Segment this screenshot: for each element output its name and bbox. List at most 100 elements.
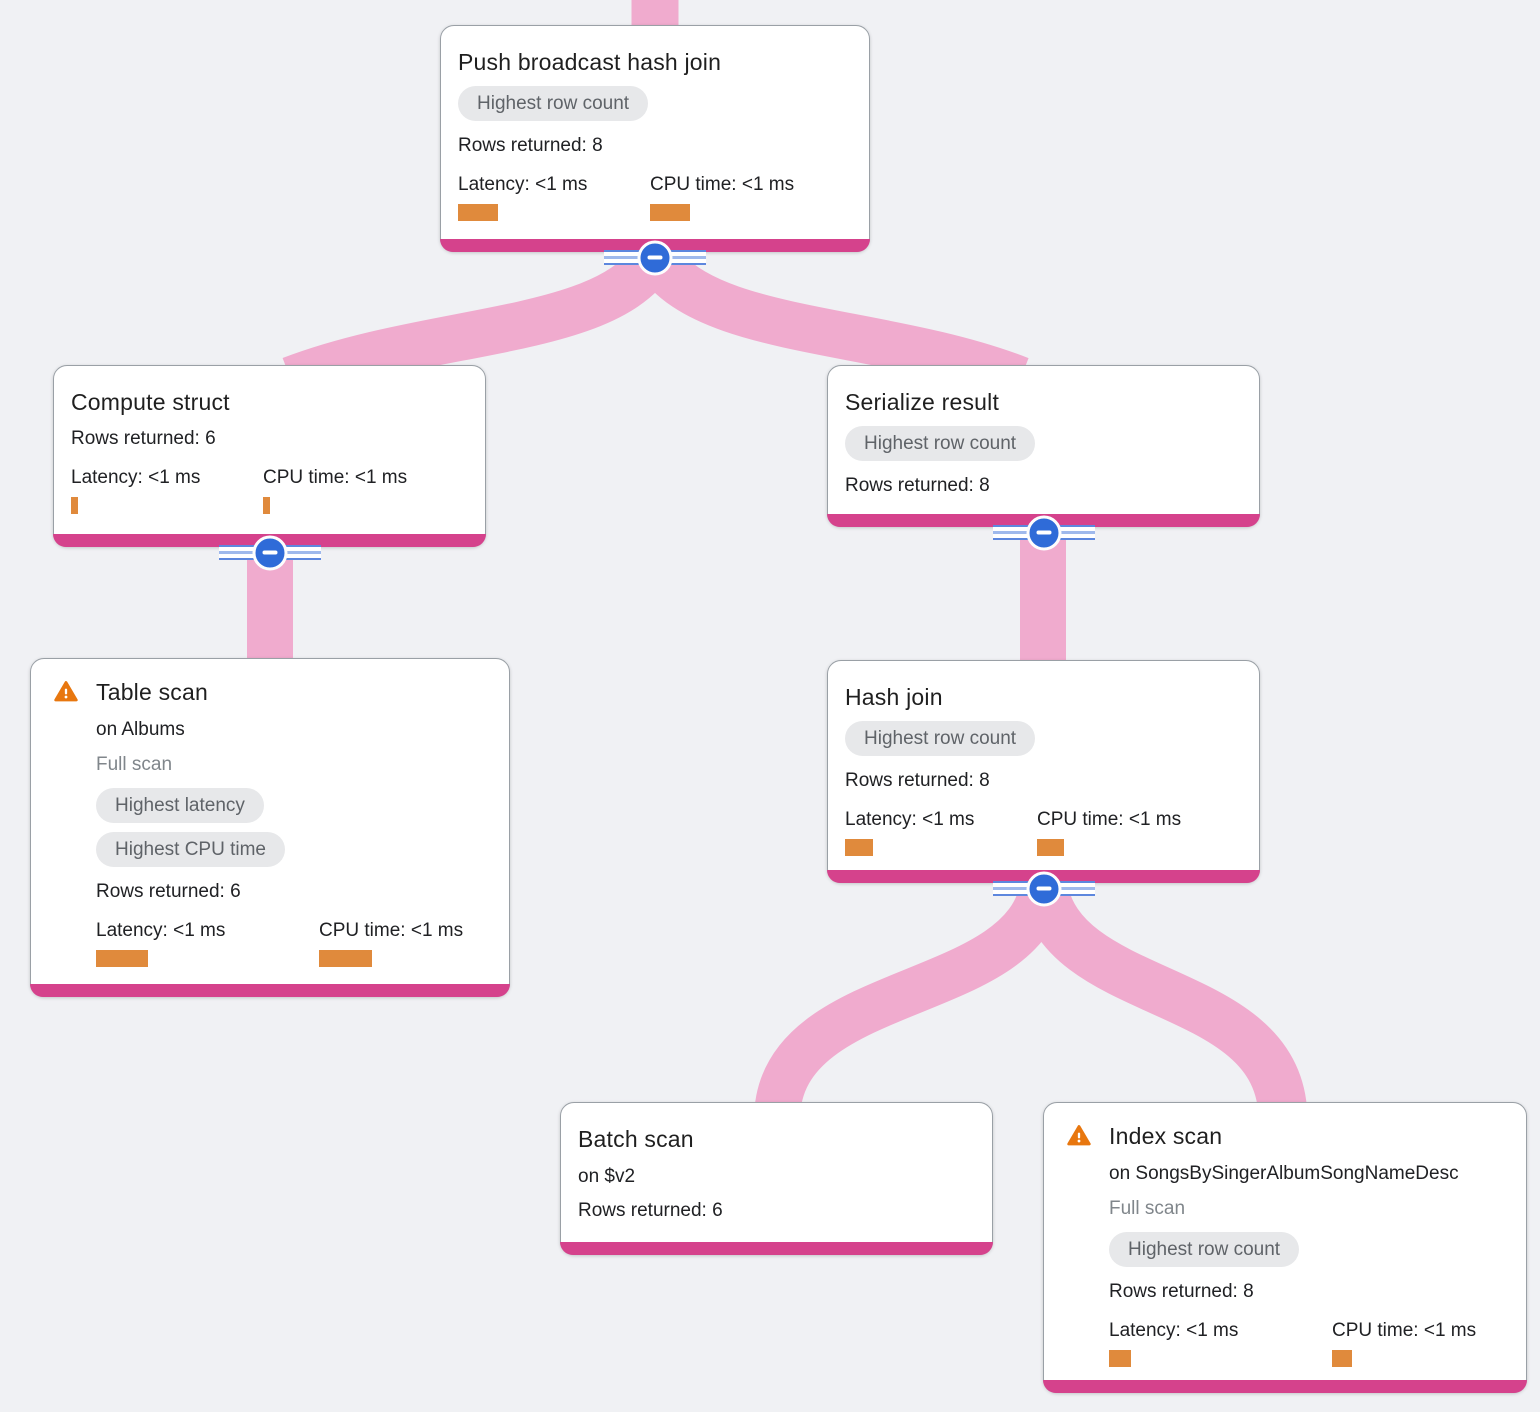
- node-serialize-result[interactable]: Serialize result Highest row count Rows …: [827, 365, 1260, 550]
- collapse-button[interactable]: [604, 240, 706, 275]
- node-title: Push broadcast hash join: [458, 49, 722, 75]
- node-body: on Albums Full scan Highest latency High…: [96, 716, 489, 967]
- node-content: Table scan on Albums Full scan Highest l…: [31, 659, 509, 967]
- edge-push-broadcast-hash-join-to-compute-struct: [282, 242, 676, 402]
- node-content: Hash join Highest row count Rows returne…: [828, 661, 1259, 856]
- title-row: Index scan: [1066, 1121, 1506, 1160]
- badge-highest-latency: Highest latency: [96, 788, 264, 823]
- collapse-button[interactable]: [992, 871, 1095, 906]
- collapse-button[interactable]: [218, 535, 321, 570]
- metrics: Latency: <1 ms CPU time: <1 ms: [1109, 1318, 1506, 1367]
- minus-icon: [1026, 515, 1061, 550]
- latency-metric: Latency: <1 ms: [458, 172, 650, 221]
- node-title: Serialize result: [845, 389, 1000, 415]
- cpu-bar: [1037, 839, 1064, 856]
- edge-hash-join-to-batch-scan: [754, 880, 1066, 1122]
- latency-label: Latency: <1 ms: [458, 174, 588, 195]
- node-push-broadcast-hash-join[interactable]: Push broadcast hash join Highest row cou…: [440, 25, 870, 275]
- node-subtitle: on SongsBySingerAlbumSongNameDesc: [1109, 1163, 1459, 1184]
- cpu-bar: [650, 204, 690, 221]
- accent-bar: [560, 1242, 993, 1255]
- cpu-label: CPU time: <1 ms: [650, 174, 795, 195]
- latency-metric: Latency: <1 ms: [96, 918, 319, 967]
- node-body: on SongsBySingerAlbumSongNameDesc Full s…: [1109, 1160, 1506, 1367]
- badge-row: Highest row count: [458, 86, 849, 130]
- node-content: Batch scan on $v2 Rows returned: 6: [561, 1103, 992, 1224]
- rows-returned: Rows returned: 6: [96, 881, 241, 902]
- node-title: Hash join: [845, 684, 943, 710]
- cpu-bar: [263, 497, 270, 514]
- latency-bar: [96, 950, 148, 967]
- latency-metric: Latency: <1 ms: [1109, 1318, 1332, 1367]
- rows-returned: Rows returned: 8: [458, 135, 603, 156]
- latency-metric: Latency: <1 ms: [71, 465, 263, 514]
- rows-returned: Rows returned: 8: [845, 770, 990, 791]
- node-batch-scan[interactable]: Batch scan on $v2 Rows returned: 6: [560, 1102, 993, 1255]
- rows-returned: Rows returned: 8: [1109, 1281, 1254, 1302]
- node-compute-struct[interactable]: Compute struct Rows returned: 6 Latency:…: [53, 365, 486, 570]
- node-subtitle: on $v2: [578, 1166, 636, 1187]
- accent-bar: [1043, 1380, 1527, 1393]
- latency-label: Latency: <1 ms: [845, 809, 975, 830]
- badge-row: Highest row count: [1109, 1232, 1506, 1276]
- warning-icon: [53, 679, 79, 709]
- badge-row: Highest CPU time: [96, 832, 489, 876]
- badge-row: Highest row count: [845, 426, 1239, 470]
- minus-icon: [252, 535, 287, 570]
- latency-label: Latency: <1 ms: [1109, 1320, 1239, 1341]
- metrics: Latency: <1 ms CPU time: <1 ms: [845, 807, 1239, 856]
- warning-icon: [1066, 1123, 1092, 1153]
- latency-bar: [1109, 1350, 1131, 1367]
- rows-returned: Rows returned: 6: [578, 1200, 723, 1221]
- cpu-metric: CPU time: <1 ms: [319, 918, 542, 967]
- metrics: Latency: <1 ms CPU time: <1 ms: [96, 918, 489, 967]
- cpu-label: CPU time: <1 ms: [319, 920, 464, 941]
- badge-highest-row-count: Highest row count: [1109, 1232, 1300, 1267]
- cpu-metric: CPU time: <1 ms: [1037, 807, 1229, 856]
- scan-type: Full scan: [1109, 1198, 1186, 1219]
- rows-returned: Rows returned: 8: [845, 475, 990, 496]
- latency-label: Latency: <1 ms: [96, 920, 226, 941]
- node-title: Index scan: [1109, 1123, 1223, 1149]
- title-row: Table scan: [53, 677, 489, 716]
- cpu-label: CPU time: <1 ms: [1332, 1320, 1477, 1341]
- latency-label: Latency: <1 ms: [71, 467, 201, 488]
- badge-highest-row-count: Highest row count: [845, 721, 1036, 756]
- scan-type: Full scan: [96, 754, 173, 775]
- latency-metric: Latency: <1 ms: [845, 807, 1037, 856]
- node-table-scan[interactable]: Table scan on Albums Full scan Highest l…: [30, 658, 510, 997]
- cpu-metric: CPU time: <1 ms: [650, 172, 842, 221]
- node-title: Table scan: [96, 679, 208, 705]
- badge-highest-row-count: Highest row count: [458, 86, 649, 121]
- cpu-metric: CPU time: <1 ms: [263, 465, 455, 514]
- rows-returned: Rows returned: 6: [71, 428, 216, 449]
- edge-push-broadcast-hash-join-to-serialize-result: [634, 242, 1029, 402]
- node-content: Push broadcast hash join Highest row cou…: [441, 26, 869, 221]
- latency-bar: [71, 497, 78, 514]
- metrics: Latency: <1 ms CPU time: <1 ms: [71, 465, 465, 514]
- badge-highest-row-count: Highest row count: [845, 426, 1036, 461]
- cpu-bar: [319, 950, 372, 967]
- node-index-scan[interactable]: Index scan on SongsBySingerAlbumSongName…: [1043, 1102, 1527, 1393]
- collapse-button[interactable]: [992, 515, 1095, 550]
- node-content: Serialize result Highest row count Rows …: [828, 366, 1259, 499]
- accent-bar: [30, 984, 510, 997]
- badge-row: Highest row count: [845, 721, 1239, 765]
- node-hash-join[interactable]: Hash join Highest row count Rows returne…: [827, 660, 1260, 906]
- node-content: Index scan on SongsBySingerAlbumSongName…: [1044, 1103, 1526, 1367]
- node-subtitle: on Albums: [96, 719, 185, 740]
- cpu-metric: CPU time: <1 ms: [1332, 1318, 1540, 1367]
- badge-highest-cpu-time: Highest CPU time: [96, 832, 285, 867]
- cpu-label: CPU time: <1 ms: [263, 467, 408, 488]
- node-title: Compute struct: [71, 389, 230, 415]
- latency-bar: [845, 839, 873, 856]
- minus-icon: [1026, 871, 1061, 906]
- node-title: Batch scan: [578, 1126, 694, 1152]
- badge-row: Highest latency: [96, 788, 489, 832]
- node-content: Compute struct Rows returned: 6 Latency:…: [54, 366, 485, 514]
- minus-icon: [637, 240, 673, 275]
- cpu-label: CPU time: <1 ms: [1037, 809, 1182, 830]
- cpu-bar: [1332, 1350, 1352, 1367]
- edge-hash-join-to-index-scan: [1018, 880, 1308, 1122]
